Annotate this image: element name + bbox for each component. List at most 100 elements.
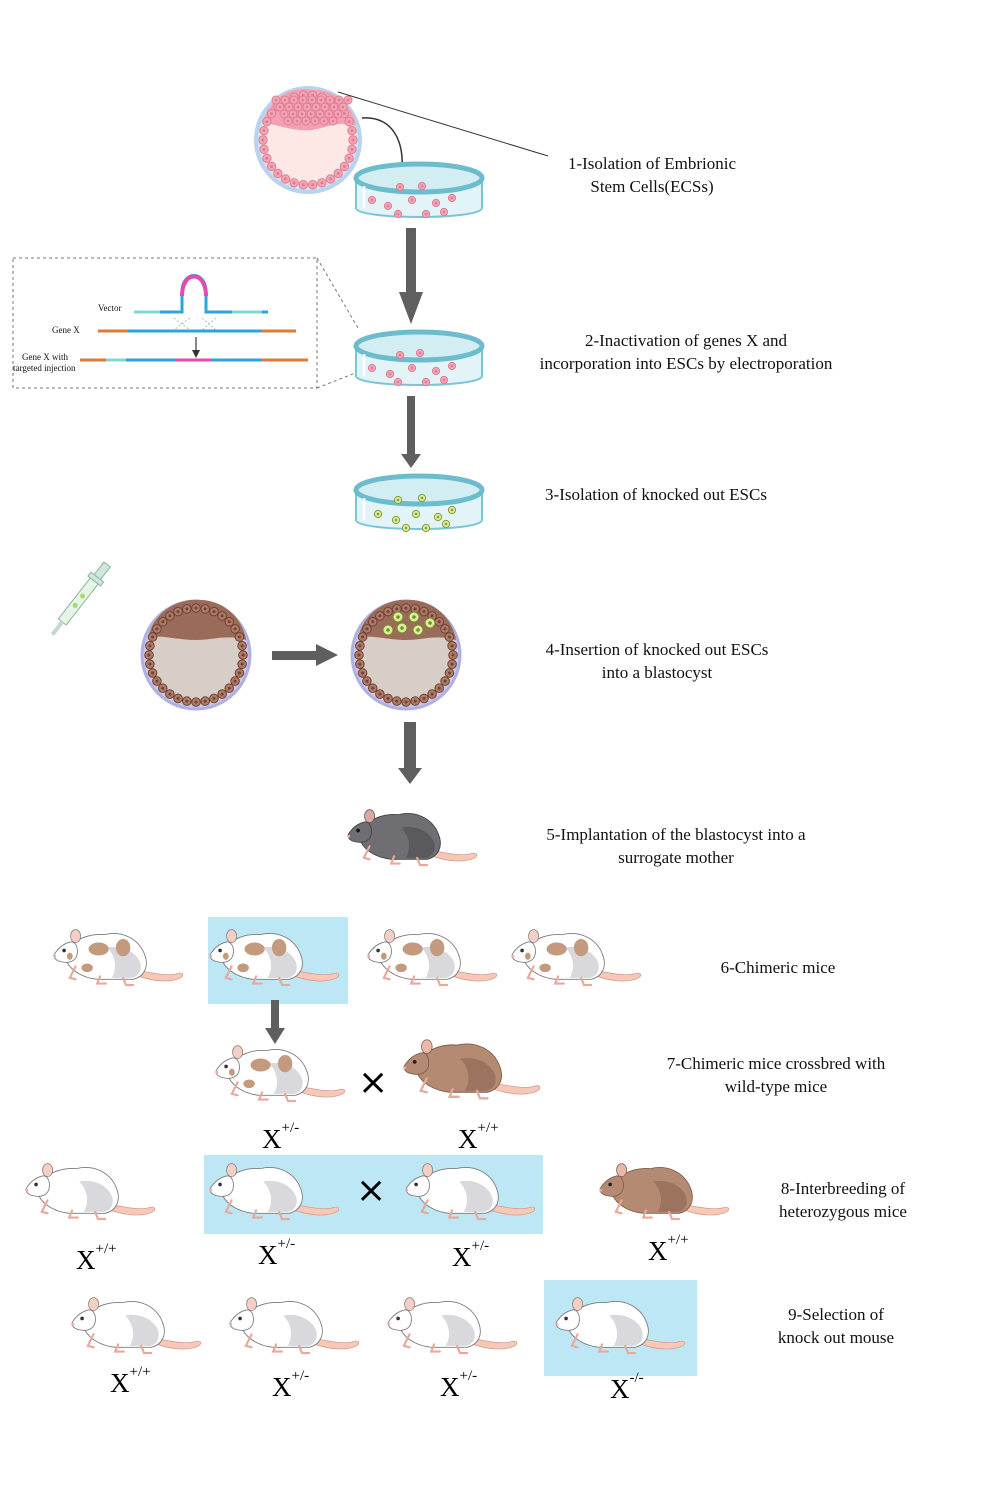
cell-nucleus <box>361 671 365 675</box>
cell-nucleus <box>148 644 152 648</box>
cell-nucleus <box>404 700 408 704</box>
cell-nucleus <box>450 644 454 648</box>
inner-cell-nucleus <box>287 105 291 109</box>
ko-cell-nucleus <box>400 626 404 630</box>
ko-cell-nucleus <box>386 628 390 632</box>
dish-cell-nucleus <box>398 353 402 357</box>
cell-nucleus <box>386 610 390 614</box>
surrogate-mother-mouse <box>346 808 478 867</box>
cell-nucleus <box>168 692 172 696</box>
step4-label-line2: into a blastocyst <box>601 663 713 682</box>
cell-nucleus <box>395 699 399 703</box>
cell-nucleus <box>262 129 266 133</box>
cell-nucleus <box>168 614 172 618</box>
cell-nucleus <box>422 696 426 700</box>
cell-nucleus <box>378 614 382 618</box>
cell-nucleus <box>365 627 369 631</box>
cell-nucleus <box>284 177 287 181</box>
cross-symbol-step7: × <box>358 1062 389 1103</box>
dish-cell-nucleus <box>450 364 454 368</box>
arrow-2-3 <box>401 396 421 468</box>
cell-nucleus <box>194 700 198 704</box>
dish-cell-nucleus <box>410 198 414 202</box>
cell-nucleus <box>240 662 244 666</box>
cell-nucleus <box>413 607 417 611</box>
cell-nucleus <box>365 679 369 683</box>
step4-inserted-ko-cells <box>382 611 436 636</box>
inner-cell-nucleus <box>295 119 299 123</box>
step1-dish-cells <box>367 181 457 219</box>
genotype-step8-3: X+/- <box>452 1238 490 1272</box>
inner-cell-nucleus <box>322 119 326 123</box>
cell-nucleus <box>161 686 165 690</box>
genotype-step8-4: X+/+ <box>648 1232 689 1266</box>
dish-cell-nucleus <box>442 378 446 382</box>
dish-cell-nucleus <box>396 212 400 216</box>
step7-label-line1: 7-Chimeric mice crossbred with <box>666 1054 886 1073</box>
cell-nucleus <box>311 183 315 187</box>
cell-nucleus <box>361 635 365 639</box>
cell-nucleus <box>161 620 165 624</box>
cell-nucleus <box>292 181 296 185</box>
arrow-1-2 <box>399 228 423 324</box>
step4-label: 4-Insertion of knocked out ESCs into a b… <box>516 638 798 684</box>
cell-nucleus <box>320 181 324 185</box>
arrow-4-horizontal <box>272 644 338 666</box>
step2-petri-dish <box>356 332 482 385</box>
dish-cell-nucleus <box>444 522 448 526</box>
cell-nucleus <box>237 635 241 639</box>
cell-nucleus <box>342 112 346 116</box>
dish-cell-nucleus <box>418 351 422 355</box>
dish-cell-nucleus <box>410 366 414 370</box>
cell-nucleus <box>301 183 305 187</box>
cell-nucleus <box>176 610 180 614</box>
step7-label: 7-Chimeric mice crossbred with wild-type… <box>636 1052 916 1098</box>
cell-nucleus <box>351 138 355 142</box>
cell-nucleus <box>386 696 390 700</box>
step5-label-line2: surrogate mother <box>618 848 734 867</box>
cell-nucleus <box>262 147 266 151</box>
step9-mouse-1 <box>70 1296 202 1355</box>
inner-cell-nucleus <box>282 112 286 116</box>
inner-cell-nucleus <box>346 98 350 102</box>
inner-cell-nucleus <box>300 112 304 116</box>
genotype-step8-1: X+/+ <box>76 1241 117 1275</box>
cell-nucleus <box>194 606 198 610</box>
dish-cell-nucleus <box>394 518 398 522</box>
step9-label-line2: knock out mouse <box>777 1328 895 1347</box>
inner-cell-nucleus <box>314 105 318 109</box>
genotype-step9-3: X+/- <box>440 1368 478 1402</box>
dish-cell-nucleus <box>420 184 424 188</box>
dish-cell-nucleus <box>414 512 418 516</box>
inner-cell-nucleus <box>336 112 340 116</box>
dish-cell-nucleus <box>434 369 438 373</box>
step1-petri-dish <box>356 164 482 217</box>
cell-nucleus <box>203 607 207 611</box>
cell-nucleus <box>155 627 159 631</box>
inner-cell-nucleus <box>327 112 331 116</box>
cell-nucleus <box>347 156 351 160</box>
cell-nucleus <box>241 653 245 657</box>
step3-label: 3-Isolation of knocked out ESCs <box>516 483 796 506</box>
dish-cell-nucleus <box>434 201 438 205</box>
cell-nucleus <box>233 679 237 683</box>
cell-nucleus <box>147 653 151 657</box>
step8-label-line1: 8-Interbreeding of <box>780 1179 906 1198</box>
cell-nucleus <box>350 147 354 151</box>
inset-label-targeted-2: targeted injection <box>13 363 76 373</box>
dish-cell-nucleus <box>386 204 390 208</box>
inner-cell-nucleus <box>328 98 332 102</box>
step1-label: 1-Isolation of Embrionic Stem Cells(ECSs… <box>530 152 774 198</box>
cell-nucleus <box>451 653 455 657</box>
inner-cell-nucleus <box>331 119 335 123</box>
dish-cell-nucleus <box>398 185 402 189</box>
inner-cell-nucleus <box>286 119 290 123</box>
dish-cell-nucleus <box>436 515 440 519</box>
step9-label: 9-Selection of knock out mouse <box>756 1303 916 1349</box>
cell-nucleus <box>437 620 441 624</box>
dish-cell-nucleus <box>404 526 408 530</box>
cell-nucleus <box>185 699 189 703</box>
cell-nucleus <box>350 129 354 133</box>
cell-nucleus <box>336 171 340 175</box>
cell-nucleus <box>212 696 216 700</box>
